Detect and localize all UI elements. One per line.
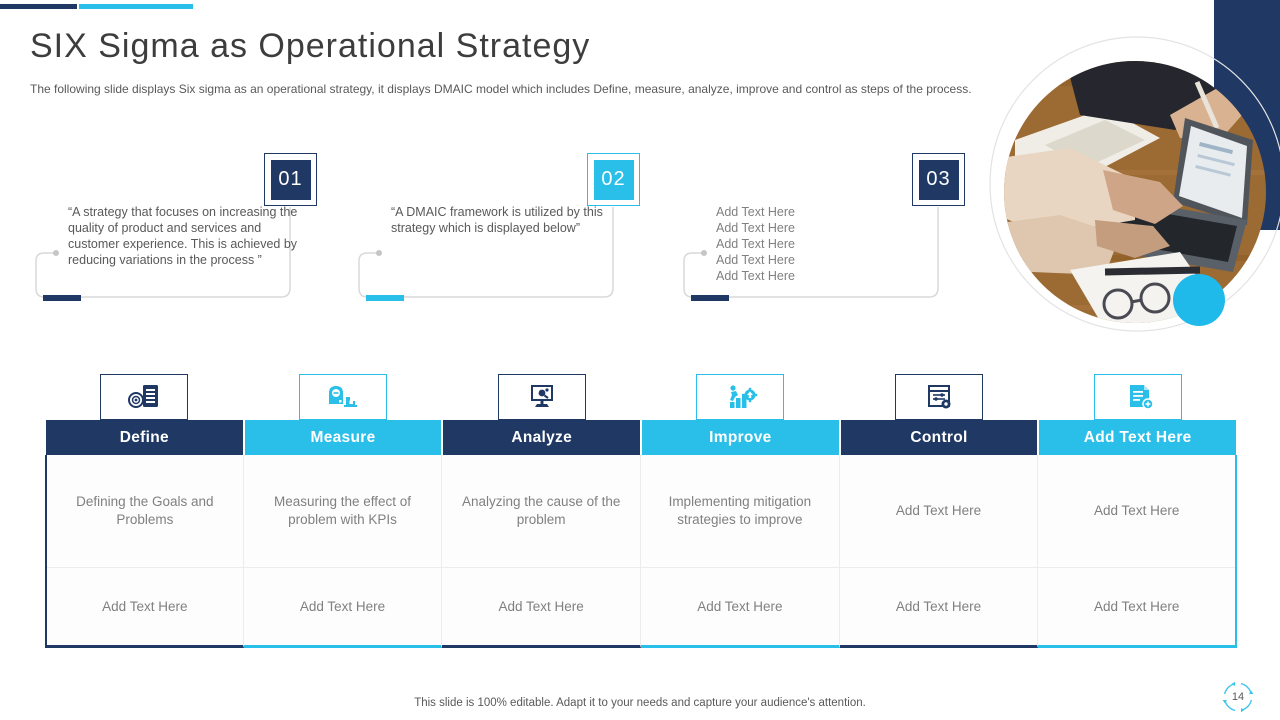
callout-number: 02 — [593, 159, 634, 200]
placeholder-line: Add Text Here — [716, 221, 795, 235]
placeholder-line: Add Text Here — [716, 269, 795, 283]
callout-accent-bar — [43, 295, 81, 301]
dmaic-column-control: Control Add Text Here Add Text Here — [839, 374, 1039, 648]
improve-icon-box — [696, 374, 785, 420]
dmaic-column-measure: Measure Measuring the effect of problem … — [243, 374, 443, 648]
table-cell: Add Text Here — [47, 567, 243, 645]
dmaic-column-improve: Improve Implementing mitigation strategi… — [641, 374, 840, 648]
control-icon — [928, 385, 951, 409]
add-text-icon-box — [1093, 374, 1182, 420]
measure-icon-box — [299, 374, 387, 420]
table-cell: Add Text Here — [442, 567, 641, 645]
table-cell: Implementing mitigation strategies to im… — [668, 494, 812, 527]
dmaic-table: Define Defining the Goals and Problems A… — [45, 374, 1238, 648]
callout-placeholder-lines: Add Text Here Add Text Here Add Text Her… — [716, 204, 948, 284]
define-icon — [128, 385, 159, 408]
page-title: SIX Sigma as Operational Strategy — [30, 27, 591, 65]
callout-card-1: “A strategy that focuses on increasing t… — [35, 152, 297, 301]
table-cell: Add Text Here — [1038, 567, 1236, 645]
table-cell: Add Text Here — [839, 567, 1038, 645]
measure-icon — [329, 386, 357, 407]
slide-subtitle: The following slide displays Six sigma a… — [30, 82, 972, 96]
page-number-badge: 14 — [1221, 680, 1255, 714]
dmaic-column-analyze: Analyze Analyzing the cause of the probl… — [442, 374, 642, 648]
column-header: Measure — [244, 420, 442, 455]
top-accent-bar-navy — [0, 4, 77, 9]
callout-accent-bar — [366, 295, 404, 301]
column-header: Add Text Here — [1039, 420, 1237, 455]
table-cell: Analyzing the cause of the problem — [462, 494, 621, 527]
dmaic-column-add-text: Add Text Here Add Text Here Add Text Her… — [1038, 374, 1238, 648]
callout-number: 03 — [918, 159, 959, 200]
callout-outline — [358, 207, 614, 298]
callout-card-2: “A DMAIC framework is utilized by this s… — [358, 152, 614, 301]
callout-number: 01 — [270, 159, 311, 200]
editable-note: This slide is 100% editable. Adapt it to… — [414, 697, 866, 709]
table-cell: Add Text Here — [641, 567, 839, 645]
column-header: Improve — [642, 420, 839, 455]
callout-accent-bar — [691, 295, 729, 301]
table-cell: Add Text Here — [1094, 503, 1180, 518]
callout-quote-text: “A DMAIC framework is utilized by this s… — [391, 205, 603, 235]
placeholder-line: Add Text Here — [716, 237, 795, 251]
control-icon-box — [895, 374, 984, 420]
callout-number-box-1: 01 — [264, 153, 317, 206]
team-photo — [989, 36, 1280, 332]
table-cell: Measuring the effect of problem with KPI… — [273, 494, 412, 527]
add-text-icon — [1129, 385, 1154, 410]
decorative-cyan-circle — [1173, 274, 1225, 326]
callout-card-3: Add Text Here Add Text Here Add Text Her… — [683, 152, 939, 301]
circular-arrows-icon — [1222, 681, 1254, 713]
dmaic-column-define: Define Defining the Goals and Problems A… — [45, 374, 244, 648]
placeholder-line: Add Text Here — [716, 205, 795, 219]
define-icon-box — [100, 374, 189, 420]
page-number: 14 — [1231, 691, 1245, 703]
column-header: Control — [840, 420, 1038, 455]
analyze-icon — [530, 385, 553, 407]
table-cell: Add Text Here — [243, 567, 442, 645]
improve-icon — [730, 385, 758, 408]
placeholder-line: Add Text Here — [716, 253, 795, 267]
column-header: Define — [46, 420, 243, 455]
callout-outline — [683, 207, 939, 298]
top-accent-bar-cyan — [79, 4, 193, 9]
callout-number-box-3: 03 — [912, 153, 965, 206]
analyze-icon-box — [497, 374, 586, 420]
table-cell: Add Text Here — [895, 503, 982, 518]
callout-outline — [35, 207, 291, 298]
column-header: Analyze — [443, 420, 641, 455]
table-cell: Defining the Goals and Problems — [76, 494, 214, 527]
callout-number-box-2: 02 — [587, 153, 640, 206]
callout-quote-text: “A strategy that focuses on increasing t… — [68, 205, 298, 267]
